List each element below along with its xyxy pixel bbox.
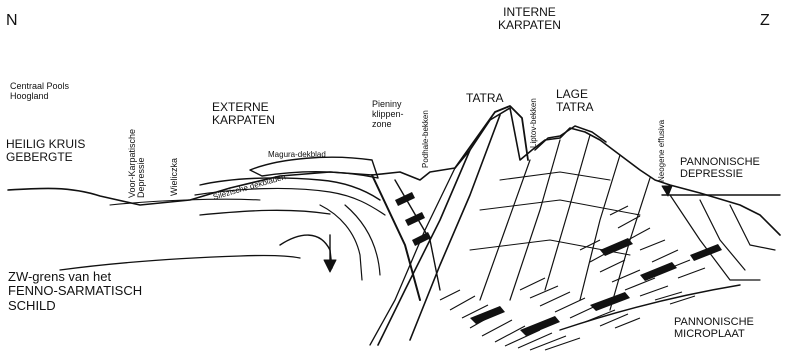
inner-cross-1 [480,200,640,215]
north-label: N [6,12,18,30]
label-externe-karpaten: EXTERNE KARPATEN [212,101,275,127]
label-pannonische-depressie: PANNONISCHE DEPRESSIE [680,156,760,180]
label-lage-tatra: LAGE TATRA [556,88,594,114]
south-label: Z [760,12,770,30]
label-voor-karpatische-depressie: Voor-Karpatische Depressie [128,129,146,198]
label-podhale-bekken: Podhale-bekken [422,110,430,168]
label-interne-karpaten: INTERNE KARPATEN [498,6,561,32]
label-liptov-bekken: Liptov-bekken [530,98,538,148]
inner-block-1 [480,160,530,300]
silesian-nappes-3 [110,199,260,205]
label-pieniny-klippenzone: Pieniny klippen- zone [372,100,404,130]
deep-fold-4 [345,205,380,275]
label-zw-grens-fenno-sarmatisch-schild: ZW-grens van het FENNO-SARMATISCH SCHILD [8,270,142,313]
magura-nappe [250,157,378,178]
subduction-arrowhead [324,260,336,272]
inner-block-2 [510,140,560,300]
deep-shear-hatching [440,206,705,350]
label-pannonische-microplaat: PANNONISCHE MICROPLAAT [674,316,754,340]
deep-fold-1 [280,235,332,268]
inner-cross-3 [500,172,610,180]
label-neogene-effusiva: Neogene effusiva [658,120,666,182]
base-line [60,255,300,270]
inner-block-3 [545,135,590,290]
inner-block-4 [580,155,620,300]
label-centraal-pools-hoogland: Centraal Pools Hoogland [10,82,69,102]
label-magura-dekblad: Magura-dekblad [268,150,326,159]
pannonian-wedge-2 [700,200,745,270]
main-fault-1 [378,150,470,345]
label-wieliczka: Wieliczka [170,158,179,196]
label-heilig-kruis-gebergte: HEILIG KRUIS GEBERGTE [6,138,85,164]
deep-fold-2 [200,210,330,215]
deep-shear-fill [395,192,722,336]
label-tatra: TATRA [466,92,504,105]
